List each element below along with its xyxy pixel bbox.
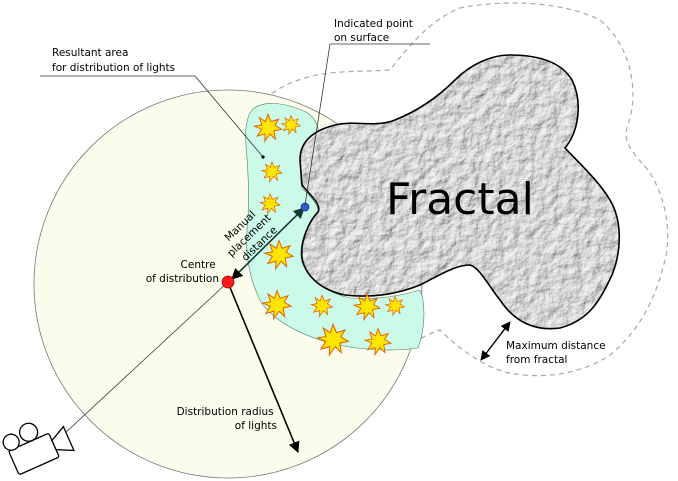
manual-placement-arrow	[231, 207, 305, 280]
indicated-point-label: Indicated point on surface	[334, 18, 416, 44]
resultant-area-leader	[40, 75, 264, 158]
camera-sight-line	[49, 281, 229, 448]
centre-label: Centre of distribution	[146, 259, 219, 285]
distribution-radius-arrow	[228, 284, 300, 454]
resultant-area-dot	[261, 155, 265, 159]
max-distance-arrow	[480, 321, 511, 361]
indicated-point-leader	[304, 43, 430, 206]
camera-icon	[2, 422, 75, 475]
resultant-area-label: Resultant area for distribution of light…	[52, 47, 175, 74]
max-distance-boundary	[247, 2, 669, 377]
max-distance-label: Maximum distance from fractal	[506, 340, 609, 366]
distribution-radius-label: Distribution radius of lights	[177, 406, 277, 432]
fractal-title: Fractal	[386, 174, 534, 225]
centre-point	[221, 275, 235, 289]
